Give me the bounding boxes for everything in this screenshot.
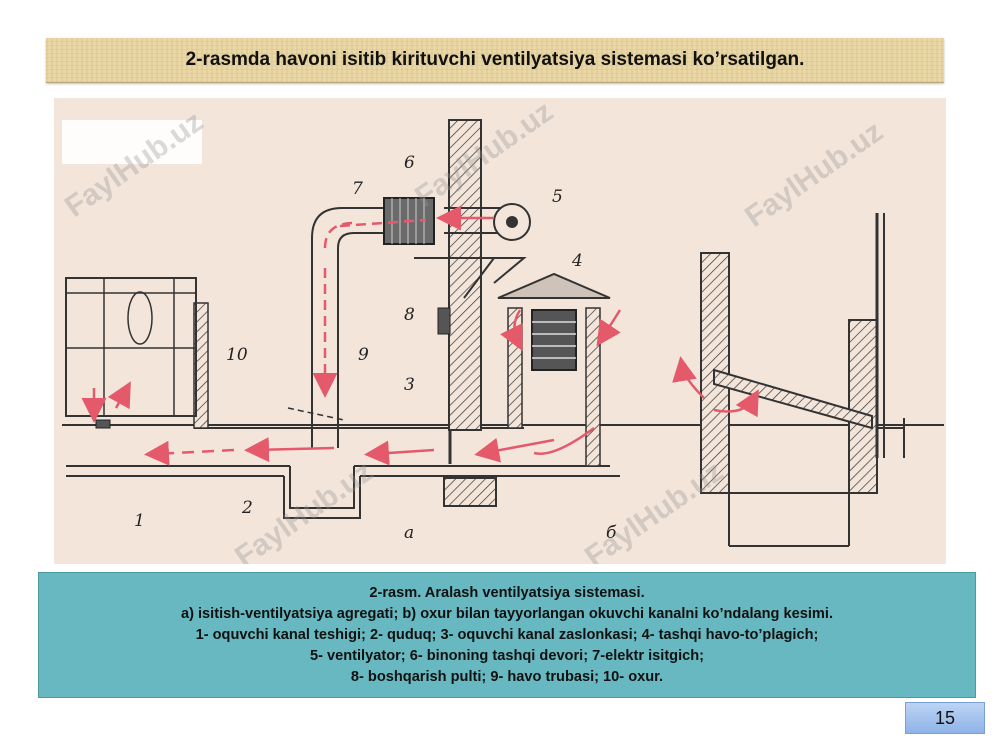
diagram-drawing: 1 2 3 4 5 6 7 8 9 10 a б FaylHub.uz Fayl… <box>59 98 944 564</box>
watermark-3: FaylHub.uz <box>739 115 889 234</box>
label-3: 3 <box>404 375 415 395</box>
well <box>289 466 355 509</box>
control-panel <box>437 307 451 335</box>
caption-line-5: 8- boshqarish pulti; 9- havo trubasi; 10… <box>350 668 664 685</box>
watermark-5: FaylHub.uz <box>579 455 729 564</box>
air-duct <box>311 207 394 448</box>
label-5: 5 <box>552 187 563 207</box>
caption-line-3: 1- oquvchi kanal teshigi; 2- quduq; 3- o… <box>195 626 819 643</box>
part-label-b: б <box>606 523 617 543</box>
channel-opening <box>95 419 111 429</box>
label-2: 2 <box>241 498 253 518</box>
intake-shaft-right <box>585 307 601 467</box>
caption-line-1: 2-rasm. Aralash ventilyatsiya sistemasi. <box>369 584 645 601</box>
section-wall-right <box>848 319 878 494</box>
figure-caption: 2-rasm. Aralash ventilyatsiya sistemasi.… <box>38 572 976 698</box>
trough-wall <box>193 302 209 429</box>
sloped-trough <box>713 368 873 430</box>
intake-roof <box>497 272 611 299</box>
label-10: 10 <box>226 345 248 365</box>
page-number: 15 <box>905 702 985 734</box>
wall-foundation <box>443 477 497 507</box>
label-4: 4 <box>571 251 583 271</box>
slide-title-bar: 2-rasmda havoni isitib kirituvchi ventil… <box>46 38 944 83</box>
label-7: 7 <box>352 179 363 199</box>
label-6: 6 <box>404 153 415 173</box>
air-collector-grille <box>531 309 577 371</box>
ventilation-diagram: 1 2 3 4 5 6 7 8 9 10 a б FaylHub.uz Fayl… <box>54 98 946 564</box>
part-label-a: a <box>404 523 414 543</box>
label-8: 8 <box>404 305 415 325</box>
caption-line-2: a) isitish-ventilyatsiya agregati; b) ox… <box>180 605 834 622</box>
label-9: 9 <box>358 345 369 365</box>
trough <box>65 277 197 417</box>
watermark-2: FaylHub.uz <box>409 98 559 214</box>
caption-line-4: 5- ventilyator; 6- binoning tashqi devor… <box>309 647 705 664</box>
white-patch <box>62 120 202 164</box>
slide-title: 2-rasmda havoni isitib kirituvchi ventil… <box>185 49 805 70</box>
label-1: 1 <box>134 511 145 531</box>
